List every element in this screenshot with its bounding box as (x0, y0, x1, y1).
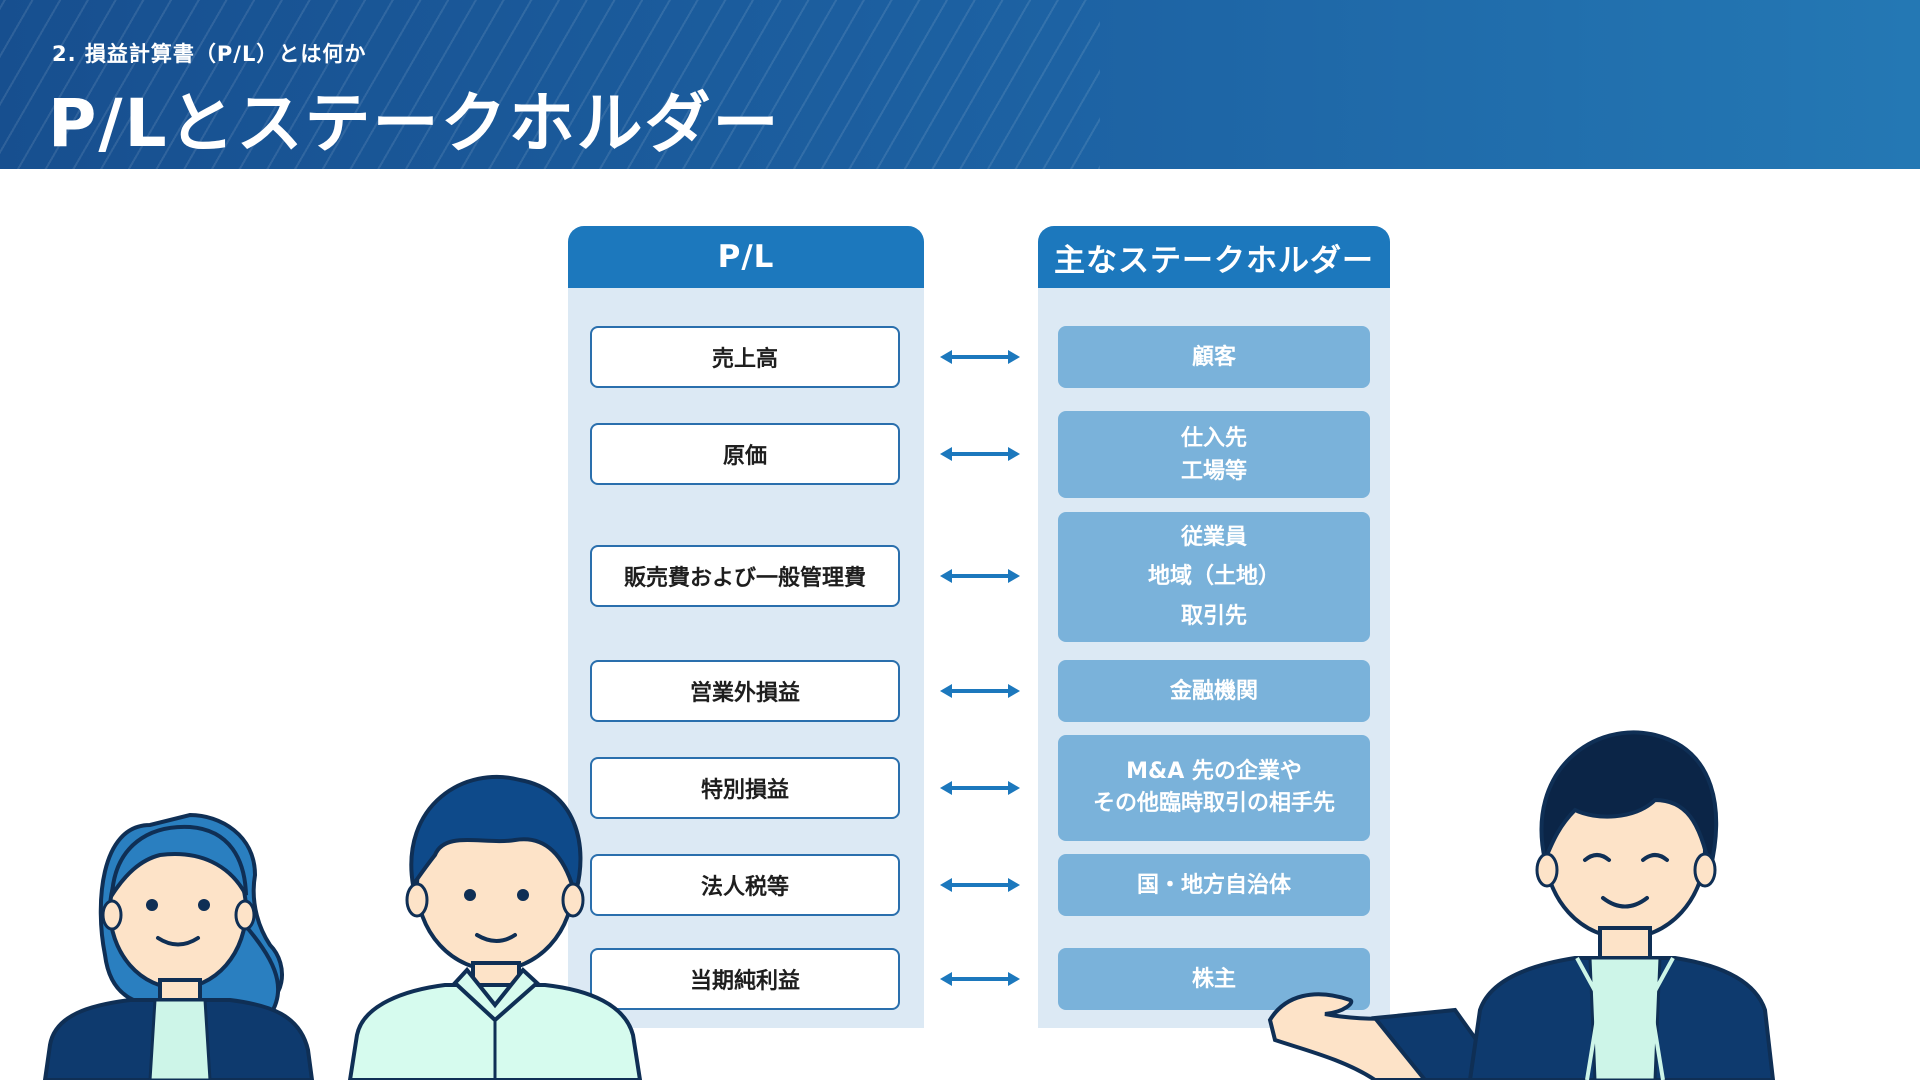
stakeholder-line: M&A 先の企業や (1126, 759, 1302, 785)
section-subtitle: 2. 損益計算書（P/L）とは何か (52, 42, 367, 66)
stakeholder-line: 国・地方自治体 (1136, 872, 1291, 898)
double-arrow-icon (940, 350, 1020, 364)
stakeholder-column-heading: 主なステークホルダー (1038, 226, 1390, 288)
woman-illustration (42, 812, 315, 1080)
stakeholder-line: 地域（土地） (1147, 564, 1280, 590)
stakeholder-line: 従業員 (1180, 524, 1247, 550)
stakeholder-employees: 従業員 地域（土地） 取引先 (1058, 512, 1370, 642)
header-banner: 2. 損益計算書（P/L）とは何か P/Lとステークホルダー (0, 0, 1920, 169)
pl-item-non-operating: 営業外損益 (590, 660, 900, 722)
pl-item-sga: 販売費および一般管理費 (590, 545, 900, 607)
pl-item-sales: 売上高 (590, 326, 900, 388)
double-arrow-icon (940, 781, 1020, 795)
pl-item-cost: 原価 (590, 423, 900, 485)
stakeholder-financial-institutions: 金融機関 (1058, 660, 1370, 722)
double-arrow-icon (940, 972, 1020, 986)
stakeholder-suppliers: 仕入先 工場等 (1058, 411, 1370, 498)
double-arrow-icon (940, 569, 1020, 583)
pl-item-extraordinary: 特別損益 (590, 757, 900, 819)
double-arrow-icon (940, 878, 1020, 892)
stakeholder-government: 国・地方自治体 (1058, 854, 1370, 916)
page-title: P/Lとステークホルダー (48, 85, 781, 162)
stakeholder-line: 仕入先 (1180, 425, 1247, 451)
stakeholder-line: 取引先 (1180, 603, 1247, 629)
stakeholder-customers: 顧客 (1058, 326, 1370, 388)
pl-column-heading: P/L (568, 226, 924, 288)
double-arrow-icon (940, 447, 1020, 461)
man-illustration (347, 774, 643, 1080)
presenter-illustration (1267, 730, 1775, 1080)
stakeholder-ma-partners: M&A 先の企業や その他臨時取引の相手先 (1058, 735, 1370, 841)
stakeholder-line: その他臨時取引の相手先 (1092, 791, 1335, 816)
stakeholder-line: 顧客 (1191, 344, 1236, 370)
pl-item-tax: 法人税等 (590, 854, 900, 916)
stakeholder-line: 株主 (1191, 966, 1236, 992)
double-arrow-icon (940, 684, 1020, 698)
stakeholder-line: 金融機関 (1169, 678, 1258, 704)
stakeholder-line: 工場等 (1180, 458, 1247, 484)
pl-item-net-income: 当期純利益 (590, 948, 900, 1010)
header-stripes (0, 0, 1100, 169)
